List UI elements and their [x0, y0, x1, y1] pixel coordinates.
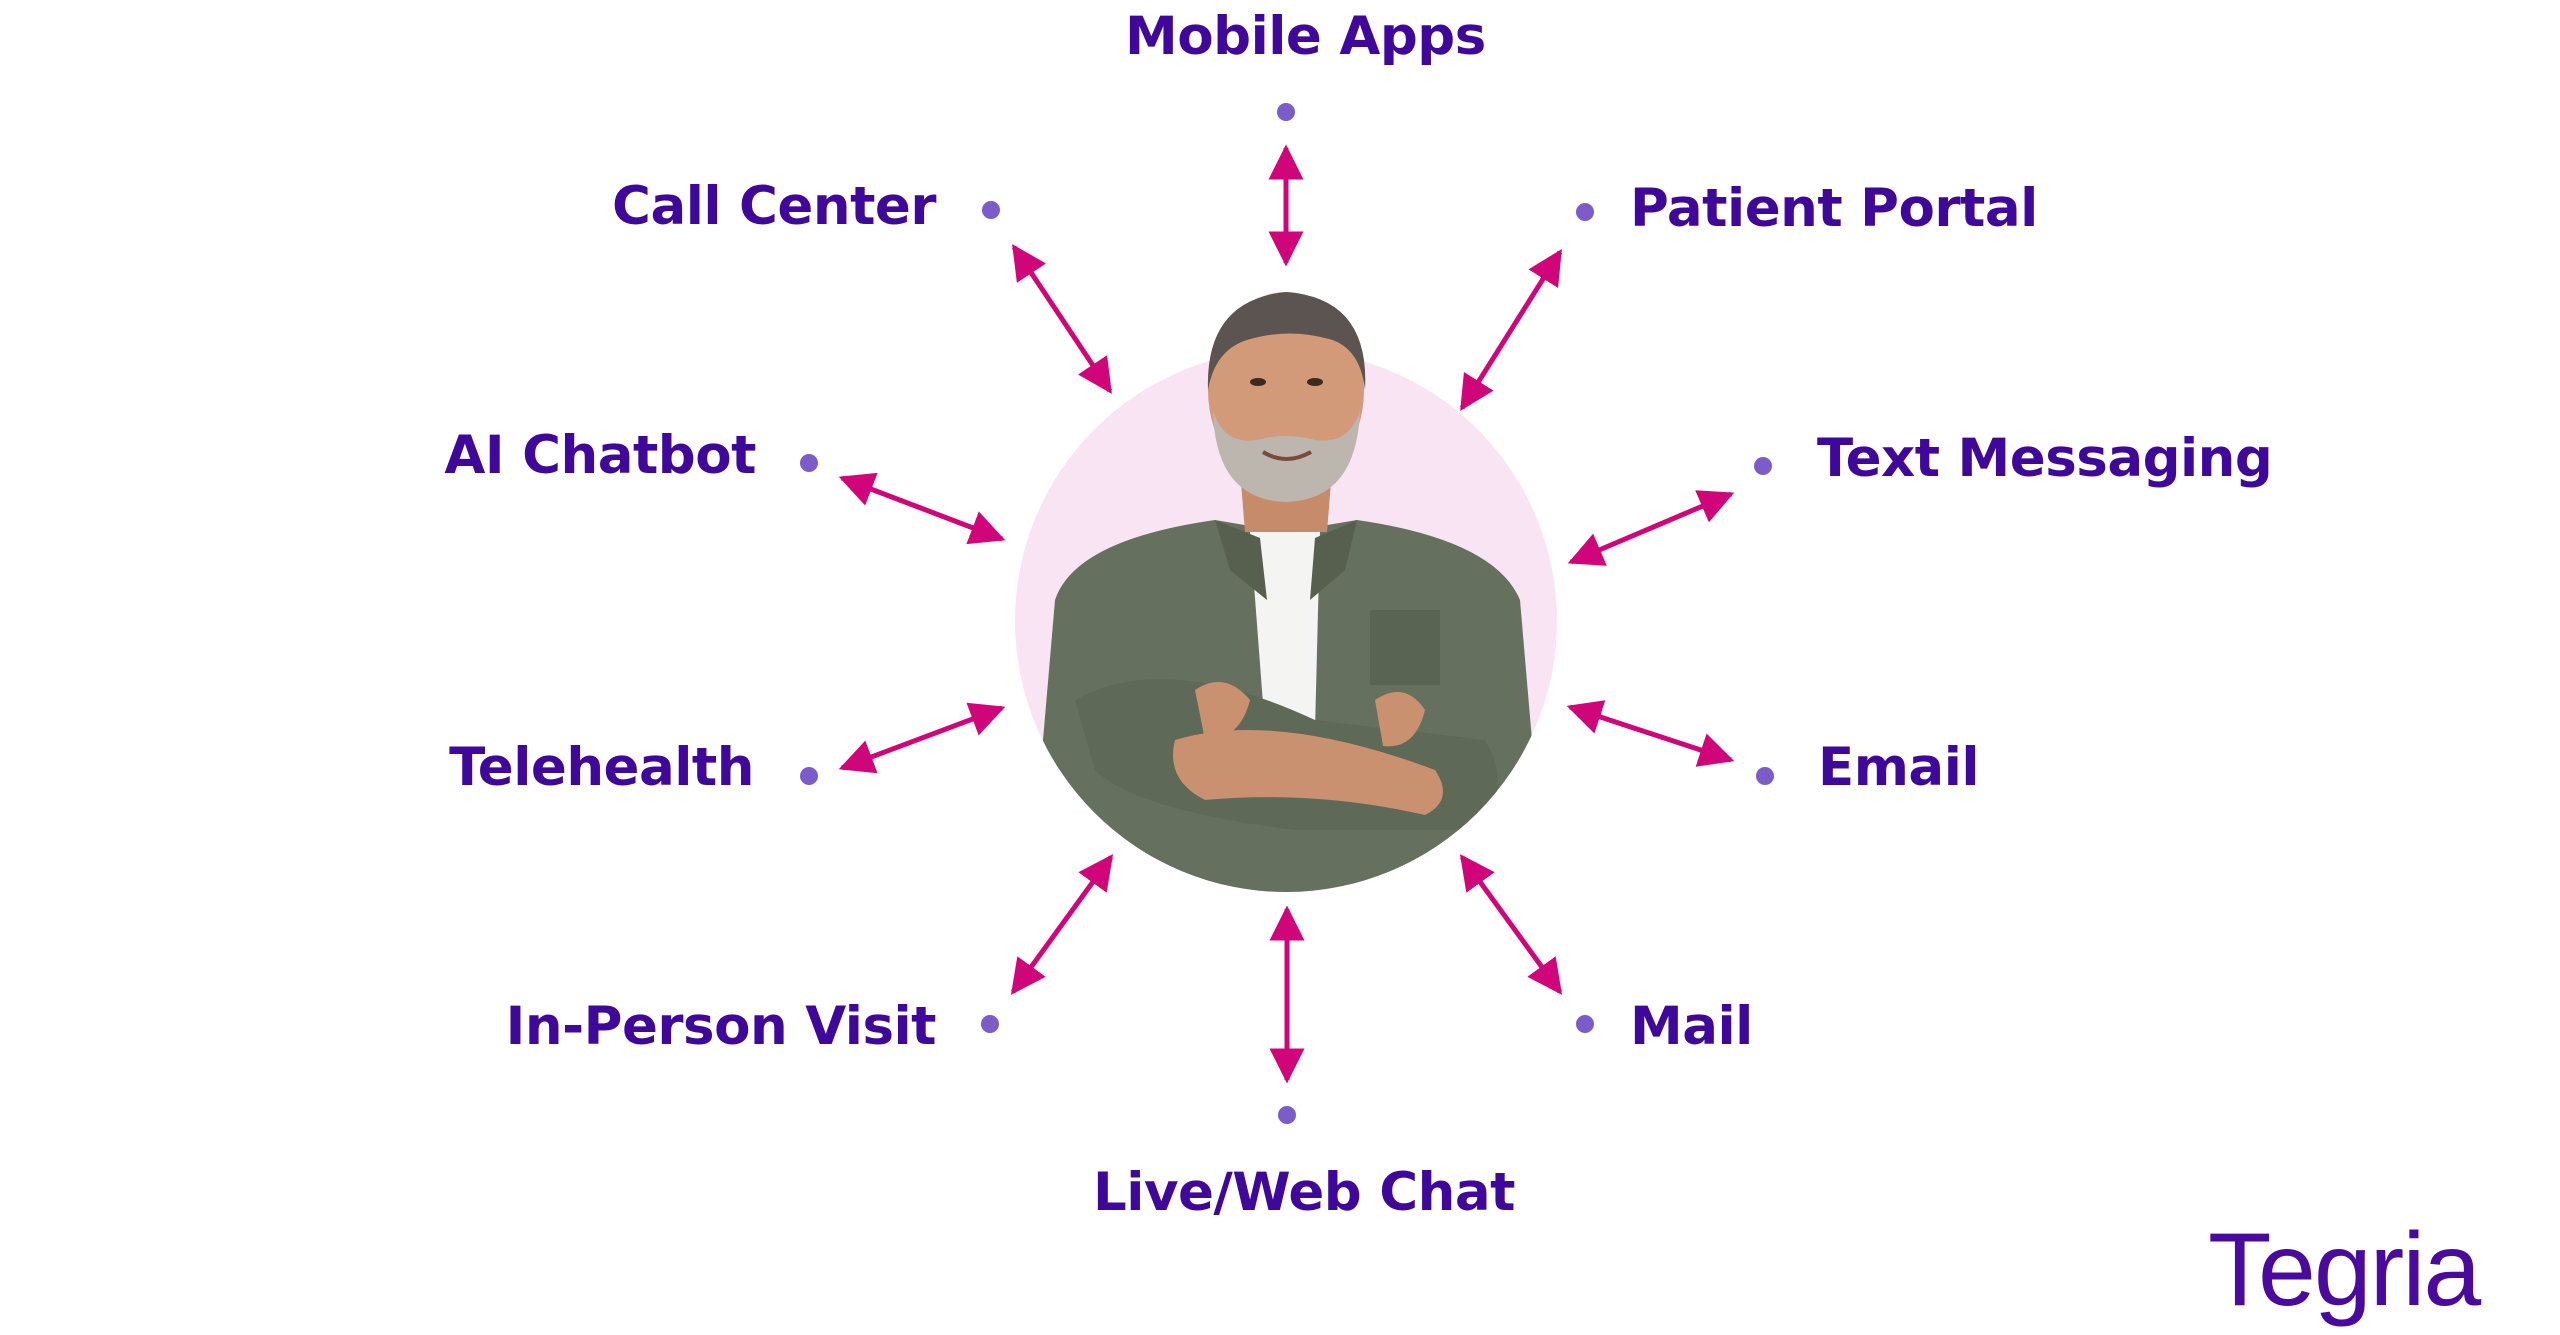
dot-call-center: [982, 201, 1000, 219]
arrow-text-messaging: [1567, 490, 1735, 566]
label-text-messaging: Text Messaging: [1817, 428, 2273, 489]
label-in-person-visit: In-Person Visit: [505, 996, 937, 1057]
person-illustration: [1030, 292, 1545, 892]
dot-ai-chatbot: [800, 454, 818, 472]
label-patient-portal: Patient Portal: [1630, 178, 2038, 239]
dot-live-web-chat: [1278, 1106, 1296, 1124]
label-call-center: Call Center: [612, 176, 936, 237]
tegria-logo: Tegria: [2208, 1212, 2481, 1328]
label-ai-chatbot: AI Chatbot: [444, 425, 756, 486]
label-telehealth: Telehealth: [449, 737, 754, 798]
arrow-in-person-visit: [1010, 854, 1114, 995]
arrow-ai-chatbot: [838, 472, 1006, 545]
arrow-call-center: [1011, 244, 1113, 394]
patient-photo: [1015, 270, 1557, 892]
dot-text-messaging: [1754, 457, 1772, 475]
dot-email: [1756, 767, 1774, 785]
dot-in-person-visit: [981, 1015, 999, 1033]
dot-mobile-apps: [1277, 103, 1295, 121]
label-mail: Mail: [1630, 996, 1753, 1057]
dot-patient-portal: [1576, 203, 1594, 221]
arrow-email: [1566, 700, 1735, 767]
label-live-web-chat: Live/Web Chat: [1093, 1162, 1515, 1223]
label-mobile-apps: Mobile Apps: [1125, 6, 1486, 67]
arrow-patient-portal: [1459, 249, 1563, 411]
dot-telehealth: [800, 767, 818, 785]
arrow-telehealth: [838, 702, 1006, 774]
arrow-mail: [1459, 854, 1563, 995]
label-email: Email: [1818, 737, 1980, 798]
dot-mail: [1576, 1015, 1594, 1033]
